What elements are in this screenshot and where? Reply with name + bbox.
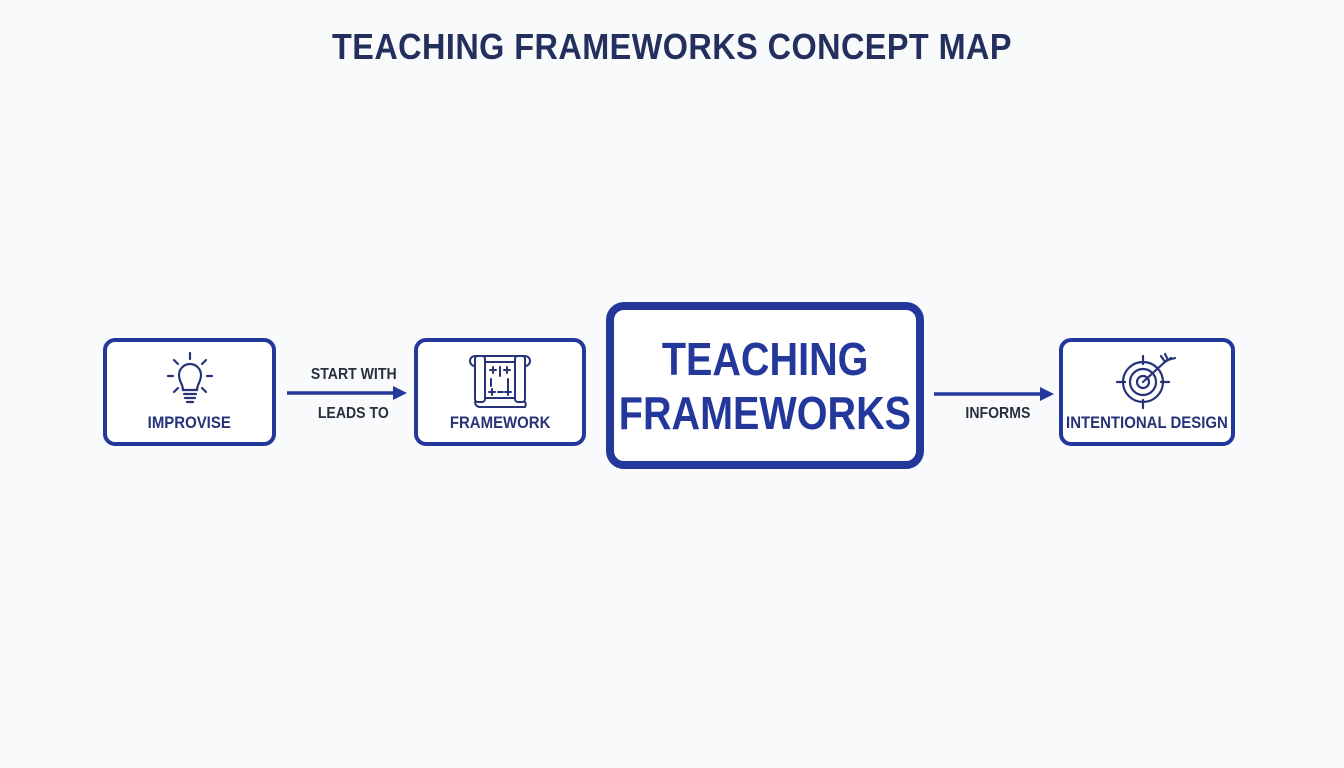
center-label-line2: FRAMEWORKS [618, 386, 912, 439]
edge-label-start-with: START WITH [310, 366, 397, 383]
lightbulb-icon [166, 351, 213, 404]
center-label-line1: TEACHING [661, 332, 869, 385]
arrow-right-icon [934, 387, 1054, 401]
node-improvise[interactable]: IMPROVISE [103, 338, 276, 446]
node-intentional-design[interactable]: INTENTIONAL DESIGN [1059, 338, 1235, 446]
node-label: INTENTIONAL DESIGN [1066, 413, 1228, 432]
node-framework[interactable]: FRAMEWORK [414, 338, 586, 446]
node-label: FRAMEWORK [449, 413, 551, 432]
edge-label-informs: INFORMS [965, 405, 1031, 422]
node-teaching-frameworks[interactable]: TEACHING FRAMEWORKS [606, 302, 924, 469]
node-label: IMPROVISE [147, 413, 232, 432]
blueprint-scroll-icon [469, 355, 531, 408]
arrow-right-icon [287, 386, 407, 400]
diagram-title: TEACHING FRAMEWORKS CONCEPT MAP [332, 26, 1012, 67]
edge-label-leads-to: LEADS TO [317, 405, 389, 422]
target-arrow-icon [1115, 352, 1177, 410]
